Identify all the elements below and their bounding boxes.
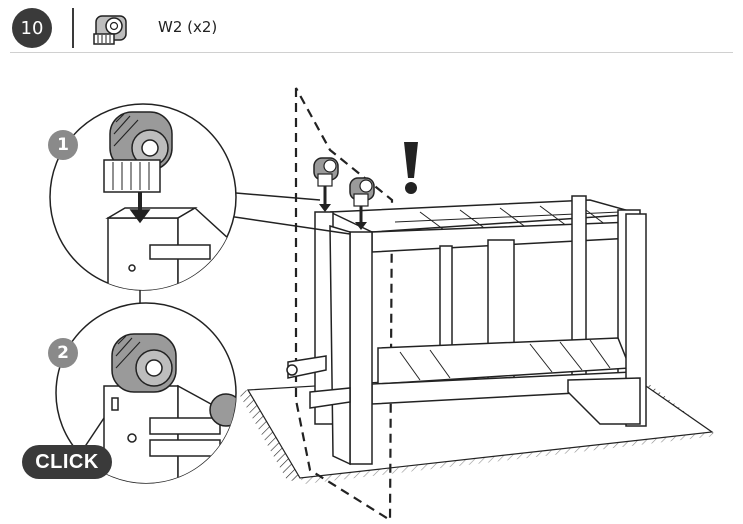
zoom-leader-lines <box>139 191 351 304</box>
caster-wheel-b <box>349 177 375 230</box>
caster-wheel-a <box>313 157 339 212</box>
header-rule <box>10 52 733 53</box>
zoom-detail-top <box>49 103 237 291</box>
header-divider <box>72 8 74 48</box>
step-two-badge: 2 <box>48 338 78 368</box>
click-label: CLICK <box>22 445 112 479</box>
caster-wheel-icon <box>93 15 127 45</box>
zoom-detail-bottom <box>55 302 237 484</box>
part-label: W2 (x2) <box>158 18 218 36</box>
exclamation-icon <box>404 142 418 194</box>
step-header: 10 W2 (x2) <box>0 0 743 52</box>
step-one-badge: 1 <box>48 130 78 160</box>
shelf-frame <box>286 195 647 466</box>
dashed-guide <box>294 87 394 522</box>
assembly-illustration <box>49 87 716 522</box>
step-number-badge: 10 <box>12 8 52 48</box>
